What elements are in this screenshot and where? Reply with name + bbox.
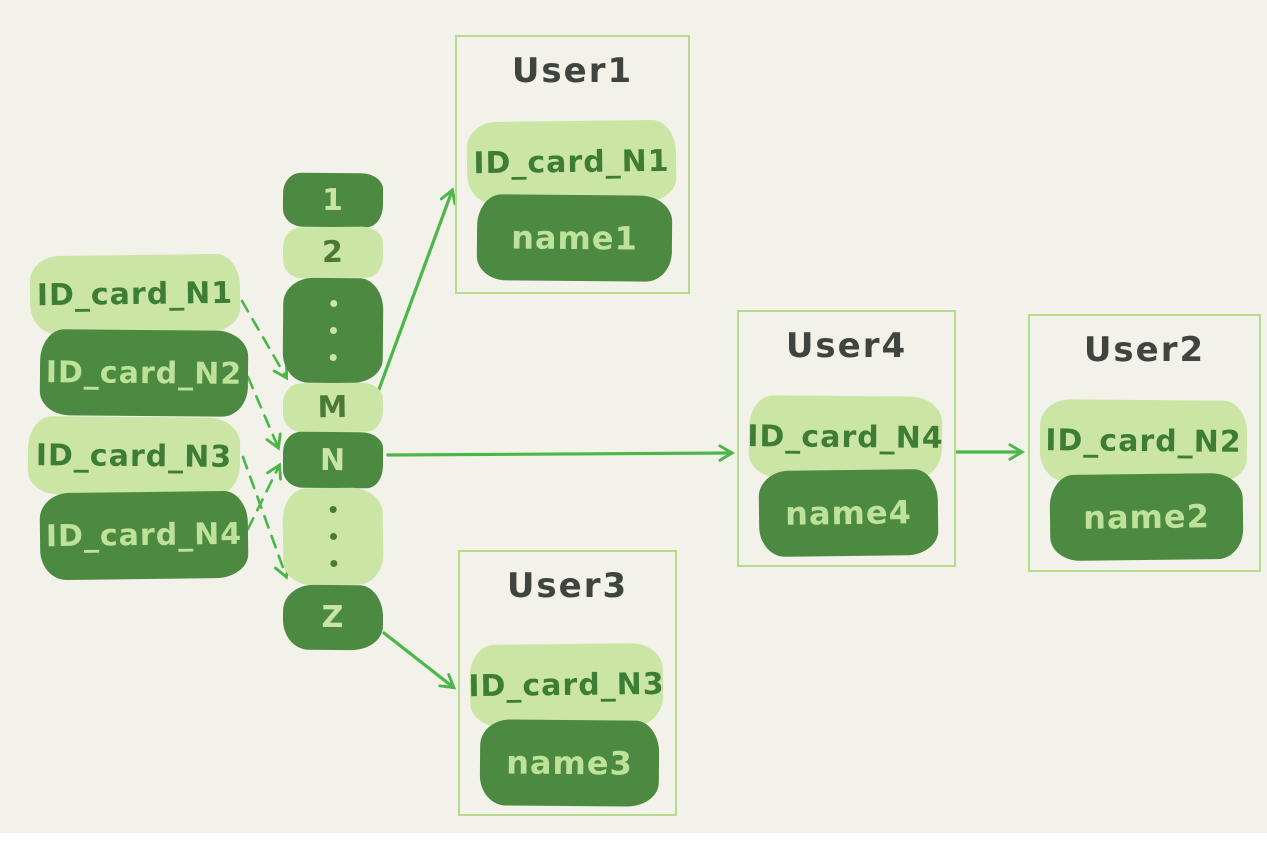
id-card-n1-label: ID_card_N1 — [36, 275, 234, 313]
user3-name-pill: name3 — [479, 719, 660, 807]
user3-box: User3 ID_card_N3 name3 — [458, 550, 677, 816]
user2-box: User2 ID_card_N2 name2 — [1028, 314, 1261, 572]
bucket-n: N — [282, 431, 384, 489]
user1-id-card-pill: ID_card_N1 — [466, 119, 677, 205]
user1-name-pill: name1 — [476, 194, 673, 282]
bottom-margin — [0, 833, 1267, 842]
user4-title: User4 — [785, 326, 908, 366]
edge-bucket-n-to-user4 — [386, 444, 735, 462]
user4-id-card-pill: ID_card_N4 — [747, 395, 944, 479]
bucket-2: 2 — [282, 226, 384, 279]
user3-id-card-pill: ID_card_N3 — [468, 642, 665, 728]
user4-id-card-label: ID_card_N4 — [747, 418, 944, 456]
user2-name-pill: name2 — [1049, 472, 1244, 562]
user3-id-card-label: ID_card_N3 — [468, 666, 665, 704]
user1-box: User1 ID_card_N1 name1 — [455, 35, 690, 294]
bucket-ellipsis-upper — [282, 277, 384, 384]
user2-title: User2 — [1083, 330, 1206, 370]
bucket-z-label: Z — [321, 599, 345, 636]
bucket-m-label: M — [317, 389, 349, 426]
user2-id-card-label: ID_card_N2 — [1045, 422, 1242, 460]
user3-name-label: name3 — [505, 743, 634, 783]
vertical-ellipsis-icon — [329, 299, 337, 362]
id-card-n3-pill: ID_card_N3 — [27, 416, 241, 496]
id-card-n2-pill: ID_card_N2 — [39, 329, 249, 417]
user3-title: User3 — [506, 566, 629, 606]
user1-title: User1 — [511, 51, 634, 91]
vertical-ellipsis-icon — [329, 505, 337, 568]
id-card-n3-label: ID_card_N3 — [35, 437, 233, 475]
user4-name-pill: name4 — [758, 468, 939, 558]
bucket-z: Z — [282, 584, 384, 651]
id-card-n4-label: ID_card_N4 — [45, 516, 243, 555]
user1-id-card-label: ID_card_N1 — [473, 143, 670, 181]
bucket-ellipsis-lower — [282, 487, 384, 586]
bucket-n-label: N — [319, 442, 347, 478]
edge-bucket-m-to-user1 — [376, 187, 457, 394]
id-card-n2-label: ID_card_N2 — [45, 354, 243, 392]
bucket-1: 1 — [282, 172, 384, 228]
edge-idcard-n1-to-bucket-m — [240, 299, 289, 381]
user1-name-label: name1 — [510, 218, 639, 258]
user4-name-label: name4 — [784, 493, 913, 533]
edge-idcard-n2-to-bucket-n — [246, 375, 282, 451]
id-card-n4-pill: ID_card_N4 — [39, 490, 249, 581]
edge-idcard-n4-to-bucket-n — [246, 462, 283, 531]
bucket-m: M — [282, 382, 384, 433]
user2-name-label: name2 — [1082, 497, 1211, 537]
user2-id-card-pill: ID_card_N2 — [1039, 399, 1248, 483]
edge-idcard-n3-to-bucket-z — [241, 455, 291, 580]
id-card-n1-pill: ID_card_N1 — [29, 253, 241, 335]
bucket-1-label: 1 — [321, 182, 345, 218]
user4-box: User4 ID_card_N4 name4 — [737, 310, 956, 567]
edge-bucket-z-to-user3 — [382, 631, 457, 690]
bucket-2-label: 2 — [321, 234, 345, 271]
